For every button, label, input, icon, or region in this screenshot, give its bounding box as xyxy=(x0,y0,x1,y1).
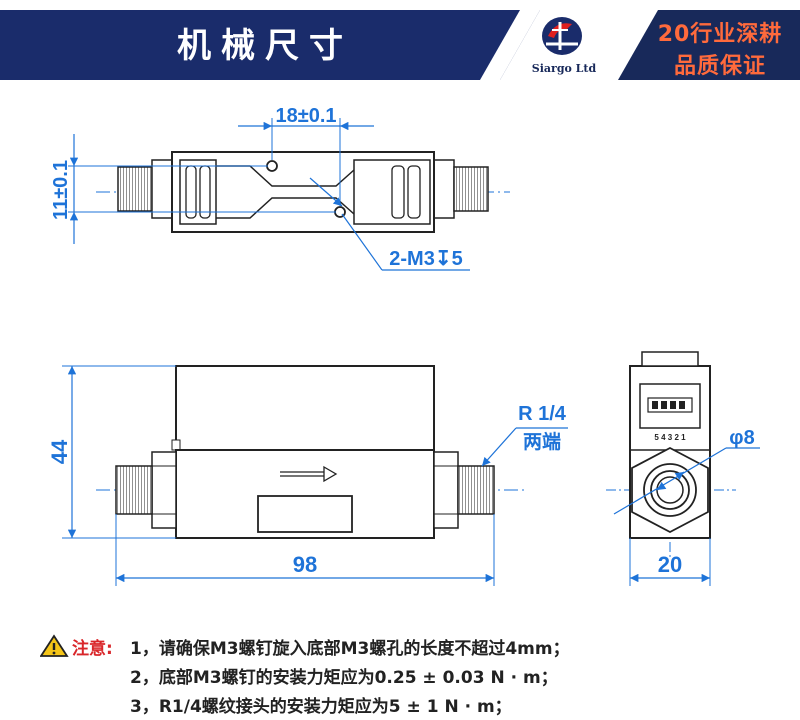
left-thread-fitting xyxy=(117,166,153,212)
hole-callout: 2-M3↧5 xyxy=(389,248,462,270)
right-thread-side xyxy=(457,465,495,515)
title-banner-bg xyxy=(0,10,540,80)
note-3: 3，R1/4螺纹接头的安装力矩应为5 ± 1 N · m； xyxy=(130,697,512,717)
label-plate xyxy=(257,495,353,533)
left-thread-side xyxy=(115,465,153,515)
side-view xyxy=(62,365,568,586)
m3-hole-1 xyxy=(266,160,278,172)
end-view xyxy=(606,351,760,586)
left-hex-nut xyxy=(151,159,173,219)
drawing-canvas: 18±0.1 11±0.1 2-M3↧5 44 98 R 1/4 两端 φ8 2… xyxy=(47,105,760,586)
connector-pin-numbers: 5 4 3 2 1 xyxy=(654,433,686,442)
right-thread-fitting xyxy=(453,166,489,212)
slogan-line-1: 20行业深耕 xyxy=(657,22,783,47)
electronics-housing xyxy=(175,365,435,451)
mechanical-drawing: 18±0.1 11±0.1 2-M3↧5 44 98 R 1/4 两端 φ8 2… xyxy=(0,92,800,612)
page-title: 机械尺寸 xyxy=(177,26,353,66)
dim-bore-diameter: φ8 xyxy=(729,427,754,449)
note-1: 1，请确保M3螺钉旋入底部M3螺孔的长度不超过4mm； xyxy=(130,639,570,659)
slogan-banner-bg xyxy=(618,10,800,80)
dim-hole-spacing: 18±0.1 xyxy=(275,105,336,127)
notes-section: 注意: 1，请确保M3螺钉旋入底部M3螺孔的长度不超过4mm； 2，底部M3螺钉… xyxy=(0,612,800,720)
notes-label: 注意: xyxy=(72,639,113,659)
banner-shapes xyxy=(0,10,800,80)
brand-name: Siargo Ltd xyxy=(531,62,597,75)
dim-total-length: 98 xyxy=(293,552,317,577)
right-hex-nut xyxy=(433,159,455,219)
dim-end-width: 20 xyxy=(658,552,682,577)
sensor-body-top xyxy=(171,151,435,233)
thread-label: R 1/4 xyxy=(518,403,567,425)
dim-hole-offset: 11±0.1 xyxy=(50,160,72,220)
header-banner: 机械尺寸 Siargo Ltd 20行业深耕 品质保证 xyxy=(0,0,800,92)
slogan-line-2: 品质保证 xyxy=(673,54,766,79)
siargo-logo-icon xyxy=(542,17,582,55)
thread-note: 两端 xyxy=(523,430,561,453)
top-view xyxy=(68,118,510,271)
warning-icon xyxy=(40,634,69,657)
flow-direction-arrow-icon xyxy=(280,465,338,483)
flow-body xyxy=(175,449,435,539)
dim-total-height: 44 xyxy=(47,439,72,464)
note-2: 2，底部M3螺钉的安装力矩应为0.25 ± 0.03 N · m； xyxy=(130,668,558,688)
